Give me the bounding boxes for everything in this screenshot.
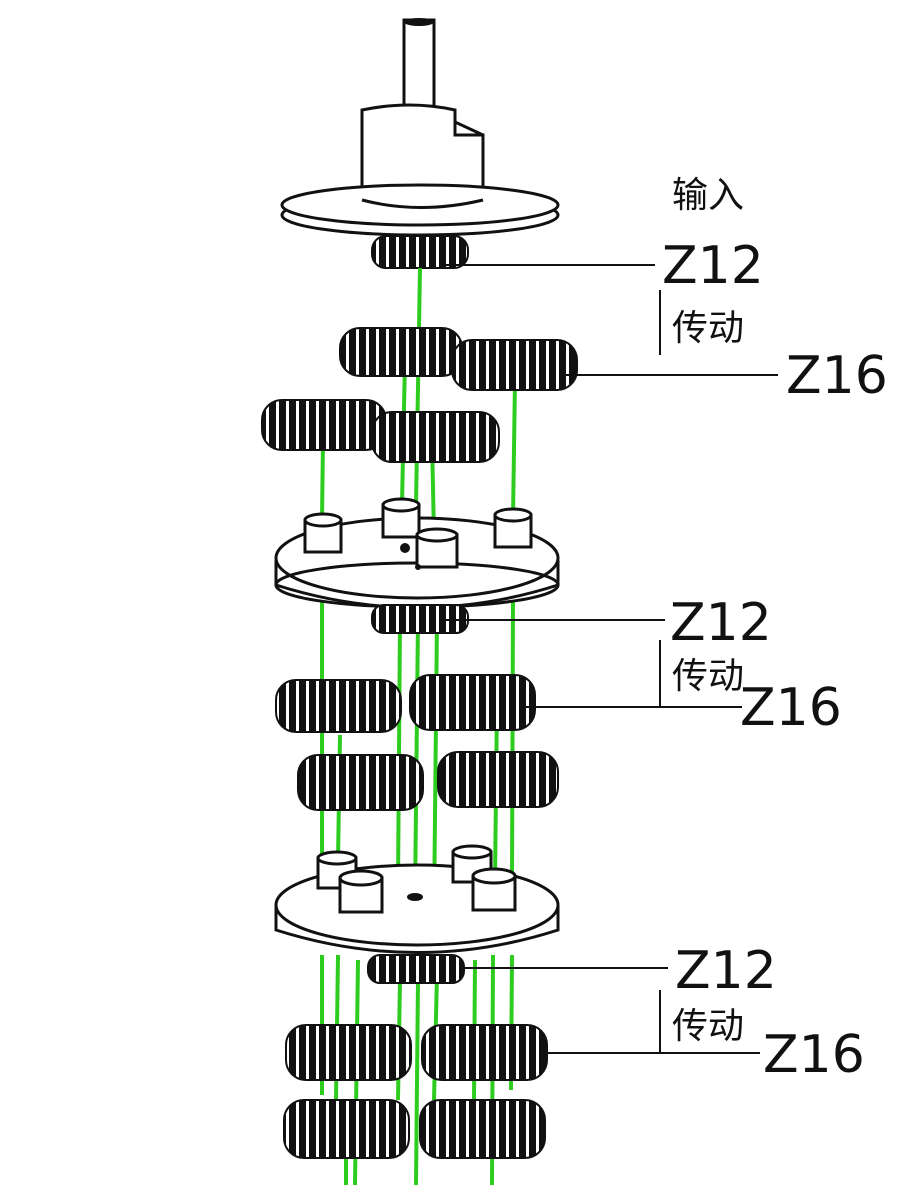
input-shaft-assembly bbox=[280, 18, 560, 269]
stage3-gear-label: Z16 bbox=[763, 1025, 865, 1085]
stage2-pinion-label: Z12 bbox=[670, 593, 772, 653]
gear bbox=[419, 1099, 546, 1159]
carrier-plate-2 bbox=[274, 844, 560, 984]
carrier-pins bbox=[303, 497, 533, 569]
gear bbox=[339, 327, 463, 377]
gear bbox=[409, 674, 536, 731]
carrier-pinion bbox=[367, 954, 465, 984]
carrier-pins bbox=[316, 844, 517, 914]
gear bbox=[261, 399, 387, 451]
input-pinion bbox=[371, 235, 469, 269]
gear bbox=[297, 754, 424, 811]
stage1-pinion-label: Z12 bbox=[662, 236, 764, 296]
gear bbox=[371, 411, 500, 463]
gear bbox=[285, 1024, 412, 1081]
stage2-gear-label: Z16 bbox=[740, 678, 842, 738]
gear bbox=[451, 339, 578, 391]
gear bbox=[437, 751, 559, 808]
stage2-transmission-label: 传动 bbox=[672, 656, 744, 697]
stage1-gear-label: Z16 bbox=[786, 346, 888, 406]
stage3-transmission-label: 传动 bbox=[672, 1006, 744, 1047]
leader-lines bbox=[440, 264, 778, 1054]
stage3-pinion-label: Z12 bbox=[675, 941, 777, 1001]
stage1-transmission-label: 传动 bbox=[672, 308, 744, 349]
gear bbox=[283, 1099, 410, 1159]
gear bbox=[275, 679, 402, 733]
input-shaft bbox=[402, 18, 436, 112]
input-label: 输入 bbox=[672, 175, 744, 216]
stage2-planet-gears bbox=[275, 674, 559, 811]
stage1-planet-gears bbox=[261, 327, 578, 463]
gear bbox=[421, 1024, 548, 1081]
input-disc-top bbox=[280, 183, 560, 227]
carrier-plate-1 bbox=[274, 497, 560, 634]
stage3-planet-gears bbox=[283, 1024, 548, 1159]
